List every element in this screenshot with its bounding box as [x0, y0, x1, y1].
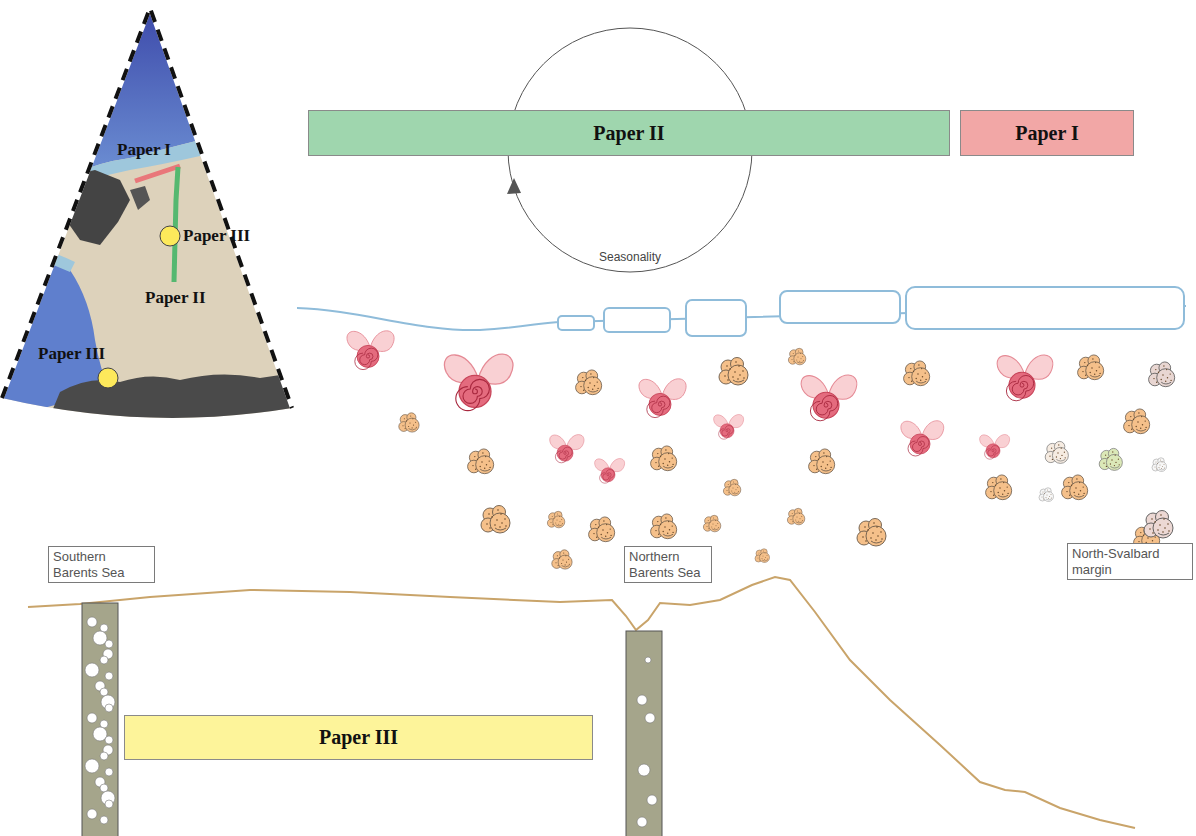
plankton	[347, 331, 1175, 569]
pteropod	[444, 354, 513, 410]
map-border	[2, 8, 292, 408]
foraminifera	[723, 479, 740, 496]
map-border	[2, 8, 292, 408]
core-foram	[100, 816, 108, 824]
core-foram	[637, 817, 647, 827]
core-foram	[87, 809, 97, 819]
site-box: Southern Barents Sea	[48, 546, 155, 583]
box-text: Northern Barents Sea	[629, 549, 707, 580]
pteropod	[550, 435, 584, 463]
pteropod	[639, 379, 686, 418]
box-text: North-Svalbard margin	[1072, 546, 1188, 577]
foraminifera	[703, 515, 720, 532]
foraminifera	[481, 506, 510, 534]
pteropod	[801, 375, 857, 421]
foraminifera	[719, 358, 748, 386]
foraminifera	[1144, 511, 1173, 539]
core-foram	[85, 663, 99, 677]
site-box: North-Svalbard margin	[1067, 543, 1193, 580]
box-text: Paper I	[1015, 122, 1079, 145]
foraminifera	[651, 514, 677, 539]
foraminifera	[468, 449, 494, 474]
foraminifera	[904, 361, 930, 386]
study-box: Paper III	[124, 715, 593, 760]
map-label: Paper I	[117, 140, 171, 160]
core-foram	[85, 759, 99, 773]
foraminifera	[651, 446, 677, 471]
foraminifera	[1152, 458, 1167, 472]
sediment-core	[626, 631, 662, 836]
foraminifera	[809, 449, 835, 474]
foraminifera	[552, 550, 572, 569]
foraminifera	[1039, 488, 1054, 502]
core-foram	[638, 764, 650, 776]
study-box: Paper II	[308, 110, 950, 156]
cycle-arrowhead	[507, 178, 521, 194]
core-foram	[100, 656, 108, 664]
core-foram	[105, 736, 113, 744]
box-text: Southern Barents Sea	[53, 549, 150, 580]
pteropod	[595, 459, 625, 484]
core-foram	[647, 795, 657, 805]
map-inset	[0, 0, 300, 440]
map-label: Paper II	[145, 288, 206, 308]
foraminifera	[1045, 441, 1068, 463]
core-foram	[105, 704, 113, 712]
core-foram	[100, 752, 108, 760]
core-foram	[105, 672, 113, 680]
foraminifera	[576, 370, 602, 395]
foraminifera	[547, 511, 564, 528]
core-foram	[645, 657, 651, 663]
sediment-core	[82, 603, 118, 836]
core-foram	[637, 695, 647, 705]
sea-ice	[558, 287, 1184, 336]
core-fossils	[85, 617, 657, 827]
map-label: Paper III	[183, 226, 250, 246]
foraminifera	[755, 549, 770, 563]
foraminifera	[1062, 475, 1088, 500]
box-text: Paper II	[593, 122, 664, 145]
foraminifera	[788, 348, 805, 365]
foraminifera	[1149, 362, 1175, 387]
core-foram	[105, 640, 113, 648]
pteropod	[980, 435, 1010, 460]
core-foram	[105, 768, 113, 776]
foraminifera	[1124, 409, 1150, 434]
box-text: Paper III	[319, 726, 398, 749]
foraminifera	[787, 508, 804, 525]
pteropod	[347, 331, 394, 370]
core-foram	[105, 800, 113, 808]
pteropod	[714, 415, 744, 440]
core-foram	[645, 713, 655, 723]
core-foram	[87, 713, 97, 723]
site-box: Northern Barents Sea	[624, 546, 712, 583]
pteropod	[997, 355, 1053, 401]
foraminifera	[399, 413, 419, 432]
study-box: Paper I	[960, 110, 1134, 156]
cycle-label: Seasonality	[599, 250, 661, 264]
foraminifera	[986, 475, 1012, 500]
foraminifera	[857, 519, 886, 547]
map-label: Paper III	[38, 344, 105, 364]
pteropod	[901, 421, 944, 456]
core-foram	[87, 617, 97, 627]
foraminifera	[1078, 355, 1104, 380]
seafloor-profile	[28, 577, 1135, 828]
foraminifera	[589, 517, 615, 542]
foraminifera	[1099, 448, 1122, 470]
